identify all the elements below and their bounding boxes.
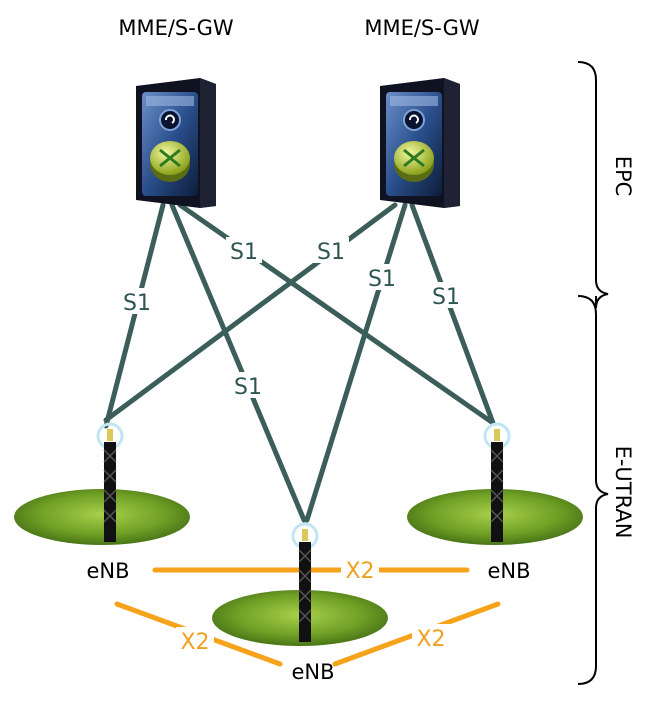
- s1-link-right-to-enb-center: [304, 202, 408, 523]
- s1-label-2: S1: [317, 240, 345, 265]
- x2-labels: X2 X2 X2: [176, 556, 450, 655]
- enb-tower-right: [483, 422, 511, 542]
- mme-sgw-right-title: MME/S-GW: [364, 16, 480, 40]
- enb-label-left: eNB: [86, 559, 129, 583]
- s1-label-5: S1: [432, 285, 460, 310]
- enb-label-center: eNB: [291, 660, 334, 684]
- s1-link-left-to-enb-left: [103, 202, 166, 429]
- s1-labels: S1 S1 S1 S1 S1 S1: [119, 237, 464, 400]
- s1-label-3: S1: [368, 267, 396, 292]
- epc-domain-label: EPC: [611, 156, 635, 197]
- grass-platform-left: [14, 489, 190, 545]
- mme-sgw-left-title: MME/S-GW: [118, 16, 234, 40]
- s1-link-left-to-enb-center: [169, 202, 307, 523]
- s1-link-right-to-enb-right: [409, 202, 496, 426]
- s1-links: [103, 202, 496, 523]
- x2-label-right: X2: [416, 627, 445, 652]
- mme-sgw-server-right: [380, 78, 460, 208]
- s1-label-4: S1: [123, 291, 151, 316]
- x2-label-left: X2: [180, 630, 209, 655]
- s1-label-1: S1: [230, 240, 258, 265]
- enb-tower-center: [291, 522, 319, 642]
- enb-tower-left: [96, 422, 124, 542]
- mme-sgw-server-left: [136, 78, 216, 208]
- enb-label-right: eNB: [487, 559, 530, 583]
- eutran-domain-label: E-UTRAN: [611, 446, 635, 539]
- x2-label-top: X2: [345, 559, 374, 584]
- epc-brace: [577, 61, 609, 309]
- eutran-brace: [577, 295, 609, 685]
- s1-label-6: S1: [234, 375, 262, 400]
